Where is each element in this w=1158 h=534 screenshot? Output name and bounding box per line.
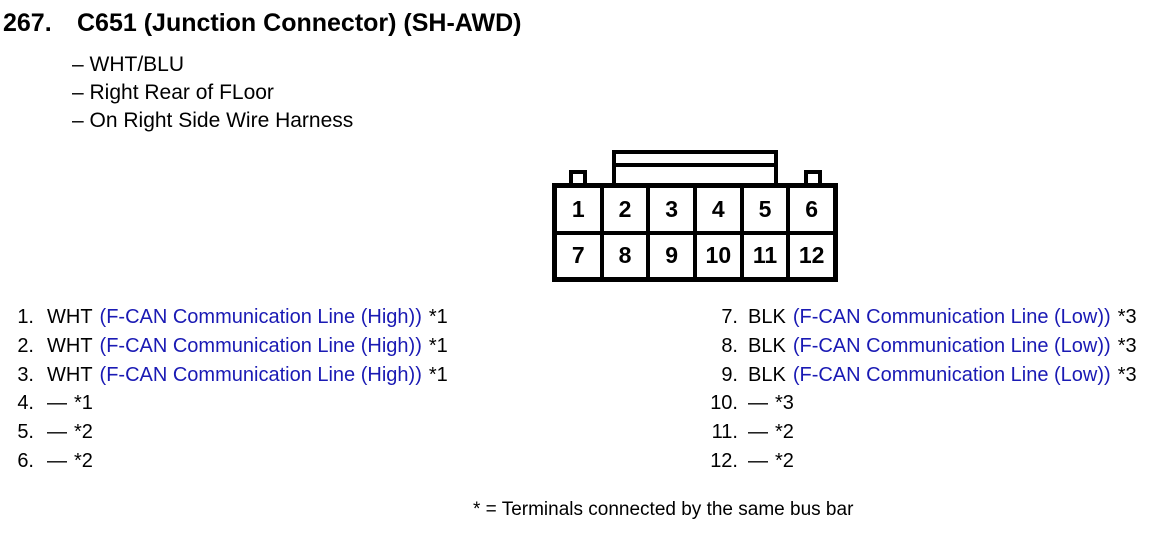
connector-detail-line: – Right Rear of FLoor bbox=[72, 81, 274, 104]
pin-number: 8. bbox=[721, 334, 738, 357]
pin-number: 11. bbox=[711, 421, 738, 444]
pin-busbar-note: *3 bbox=[1117, 306, 1137, 328]
pin-text: — *2 bbox=[47, 418, 93, 447]
pin-row: 5. — *2 bbox=[10, 418, 448, 447]
pin-signal-description: (F-CAN Communication Line (High)) bbox=[99, 334, 422, 357]
pin-wire-color: — bbox=[748, 449, 768, 472]
pin-number: 6. bbox=[17, 449, 34, 472]
pin-number: 7. bbox=[721, 306, 738, 328]
pin-number: 3. bbox=[17, 363, 34, 386]
pin-wire-color: BLK bbox=[748, 306, 786, 328]
pin-wire-color: WHT bbox=[47, 363, 93, 386]
pin-busbar-note: *1 bbox=[428, 363, 448, 386]
pin-busbar-note: *2 bbox=[74, 449, 93, 472]
connector-detail-line: – On Right Side Wire Harness bbox=[72, 109, 354, 132]
pin-number: 5. bbox=[17, 421, 34, 444]
connector-top-latch bbox=[612, 150, 778, 187]
pin-text: — *2 bbox=[748, 447, 794, 476]
pin-list-left: 1. WHT (F-CAN Communication Line (High)) *… bbox=[10, 303, 448, 476]
pin-row: 4. — *1 bbox=[10, 389, 448, 418]
connector-pin-cell: 11 bbox=[743, 234, 787, 277]
pin-number: 1. bbox=[17, 306, 34, 328]
pin-wire-color: — bbox=[47, 392, 67, 415]
pin-wire-color: WHT bbox=[47, 334, 93, 357]
pin-row: 9. BLK (F-CAN Communication Line (Low)) *3 bbox=[702, 361, 1137, 390]
pin-text: — *3 bbox=[748, 389, 794, 418]
pin-signal-description: (F-CAN Communication Line (High)) bbox=[99, 363, 422, 386]
pin-number: 12. bbox=[710, 449, 738, 472]
connector-pin-cell: 10 bbox=[697, 234, 740, 277]
connector-pin-cell: 9 bbox=[650, 234, 693, 277]
connector-left-rib bbox=[569, 170, 587, 185]
pin-text: BLK (F-CAN Communication Line (Low)) *3 bbox=[748, 361, 1137, 390]
pin-text: BLK (F-CAN Communication Line (Low)) *3 bbox=[748, 332, 1137, 361]
pin-wire-color: WHT bbox=[47, 306, 93, 328]
pin-busbar-note: *1 bbox=[428, 334, 448, 357]
pin-list-right: 7. BLK (F-CAN Communication Line (Low)) *3… bbox=[702, 303, 1137, 476]
connector-pin-cell: 2 bbox=[603, 188, 647, 231]
pin-text: — *2 bbox=[748, 418, 794, 447]
pin-number: 4. bbox=[17, 392, 34, 415]
pin-busbar-note: *2 bbox=[775, 449, 794, 472]
pin-number: 10. bbox=[710, 392, 738, 415]
pin-row: 2. WHT (F-CAN Communication Line (High)) *… bbox=[10, 332, 448, 361]
pin-number: 2. bbox=[17, 334, 34, 357]
pin-row: 3. WHT (F-CAN Communication Line (High)) *… bbox=[10, 361, 448, 390]
pin-row: 10. — *3 bbox=[702, 389, 1137, 418]
connector-title: C651 (Junction Connector) (SH-AWD) bbox=[77, 9, 522, 37]
pin-text: — *2 bbox=[47, 447, 93, 476]
pin-wire-color: — bbox=[47, 449, 67, 472]
pin-busbar-note: *3 bbox=[775, 392, 794, 415]
pin-row: 7. BLK (F-CAN Communication Line (Low)) *3 bbox=[702, 303, 1137, 332]
connector-pin-cell: 5 bbox=[743, 188, 787, 231]
pin-text: WHT (F-CAN Communication Line (High)) *1 bbox=[47, 361, 448, 390]
pin-wire-color: — bbox=[748, 421, 768, 444]
connector-detail-line: – WHT/BLU bbox=[72, 53, 185, 76]
connector-pin-cell: 12 bbox=[790, 234, 833, 277]
pin-busbar-note: *3 bbox=[1117, 363, 1137, 386]
connector-body: 1 2 3 4 5 6 7 8 9 10 11 12 bbox=[552, 183, 838, 282]
pin-row: 11. — *2 bbox=[702, 418, 1137, 447]
pin-busbar-note: *1 bbox=[74, 392, 93, 415]
pin-text: WHT (F-CAN Communication Line (High)) *1 bbox=[47, 332, 448, 361]
connector-pin-cell: 8 bbox=[603, 234, 647, 277]
connector-details: – WHT/BLU – Right Rear of FLoor – On Rig… bbox=[72, 51, 521, 135]
pin-busbar-note: *3 bbox=[1117, 334, 1137, 357]
pin-busbar-note: *2 bbox=[74, 421, 93, 444]
connector-diagram: 1 2 3 4 5 6 7 8 9 10 11 12 bbox=[545, 145, 847, 290]
connector-pin-cell: 4 bbox=[697, 188, 740, 231]
pin-signal-description: (F-CAN Communication Line (Low)) bbox=[792, 334, 1111, 357]
pin-busbar-note: *2 bbox=[775, 421, 794, 444]
pin-signal-description: (F-CAN Communication Line (Low)) bbox=[792, 363, 1111, 386]
pin-row: 6. — *2 bbox=[10, 447, 448, 476]
pin-wire-color: BLK bbox=[748, 334, 786, 357]
connector-pin-cell: 1 bbox=[557, 188, 600, 231]
page-title: 267. C651 (Junction Connector) (SH-AWD) bbox=[3, 8, 521, 38]
connector-pin-cell: 7 bbox=[557, 234, 600, 277]
connector-right-rib bbox=[804, 170, 822, 185]
connector-pin-cell: 6 bbox=[790, 188, 833, 231]
pin-signal-description: (F-CAN Communication Line (Low)) bbox=[792, 306, 1111, 328]
latch-divider-line bbox=[616, 163, 774, 167]
pin-busbar-note: *1 bbox=[428, 306, 448, 328]
pin-text: — *1 bbox=[47, 389, 93, 418]
pin-number: 9. bbox=[721, 363, 738, 386]
pin-row: 12. — *2 bbox=[702, 447, 1137, 476]
pin-signal-description: (F-CAN Communication Line (High)) bbox=[99, 306, 422, 328]
pin-text: WHT (F-CAN Communication Line (High)) *1 bbox=[47, 303, 448, 332]
pin-row: 1. WHT (F-CAN Communication Line (High)) *… bbox=[10, 303, 448, 332]
busbar-footnote: * = Terminals connected by the same bus … bbox=[473, 499, 854, 520]
connector-pin-cell: 3 bbox=[650, 188, 693, 231]
pin-row: 8. BLK (F-CAN Communication Line (Low)) *3 bbox=[702, 332, 1137, 361]
section-header: 267. C651 (Junction Connector) (SH-AWD) … bbox=[3, 8, 521, 135]
pin-text: BLK (F-CAN Communication Line (Low)) *3 bbox=[748, 303, 1137, 332]
pin-wire-color: — bbox=[748, 392, 768, 415]
item-number: 267. bbox=[3, 9, 52, 37]
pin-wire-color: BLK bbox=[748, 363, 786, 386]
pin-wire-color: — bbox=[47, 421, 67, 444]
